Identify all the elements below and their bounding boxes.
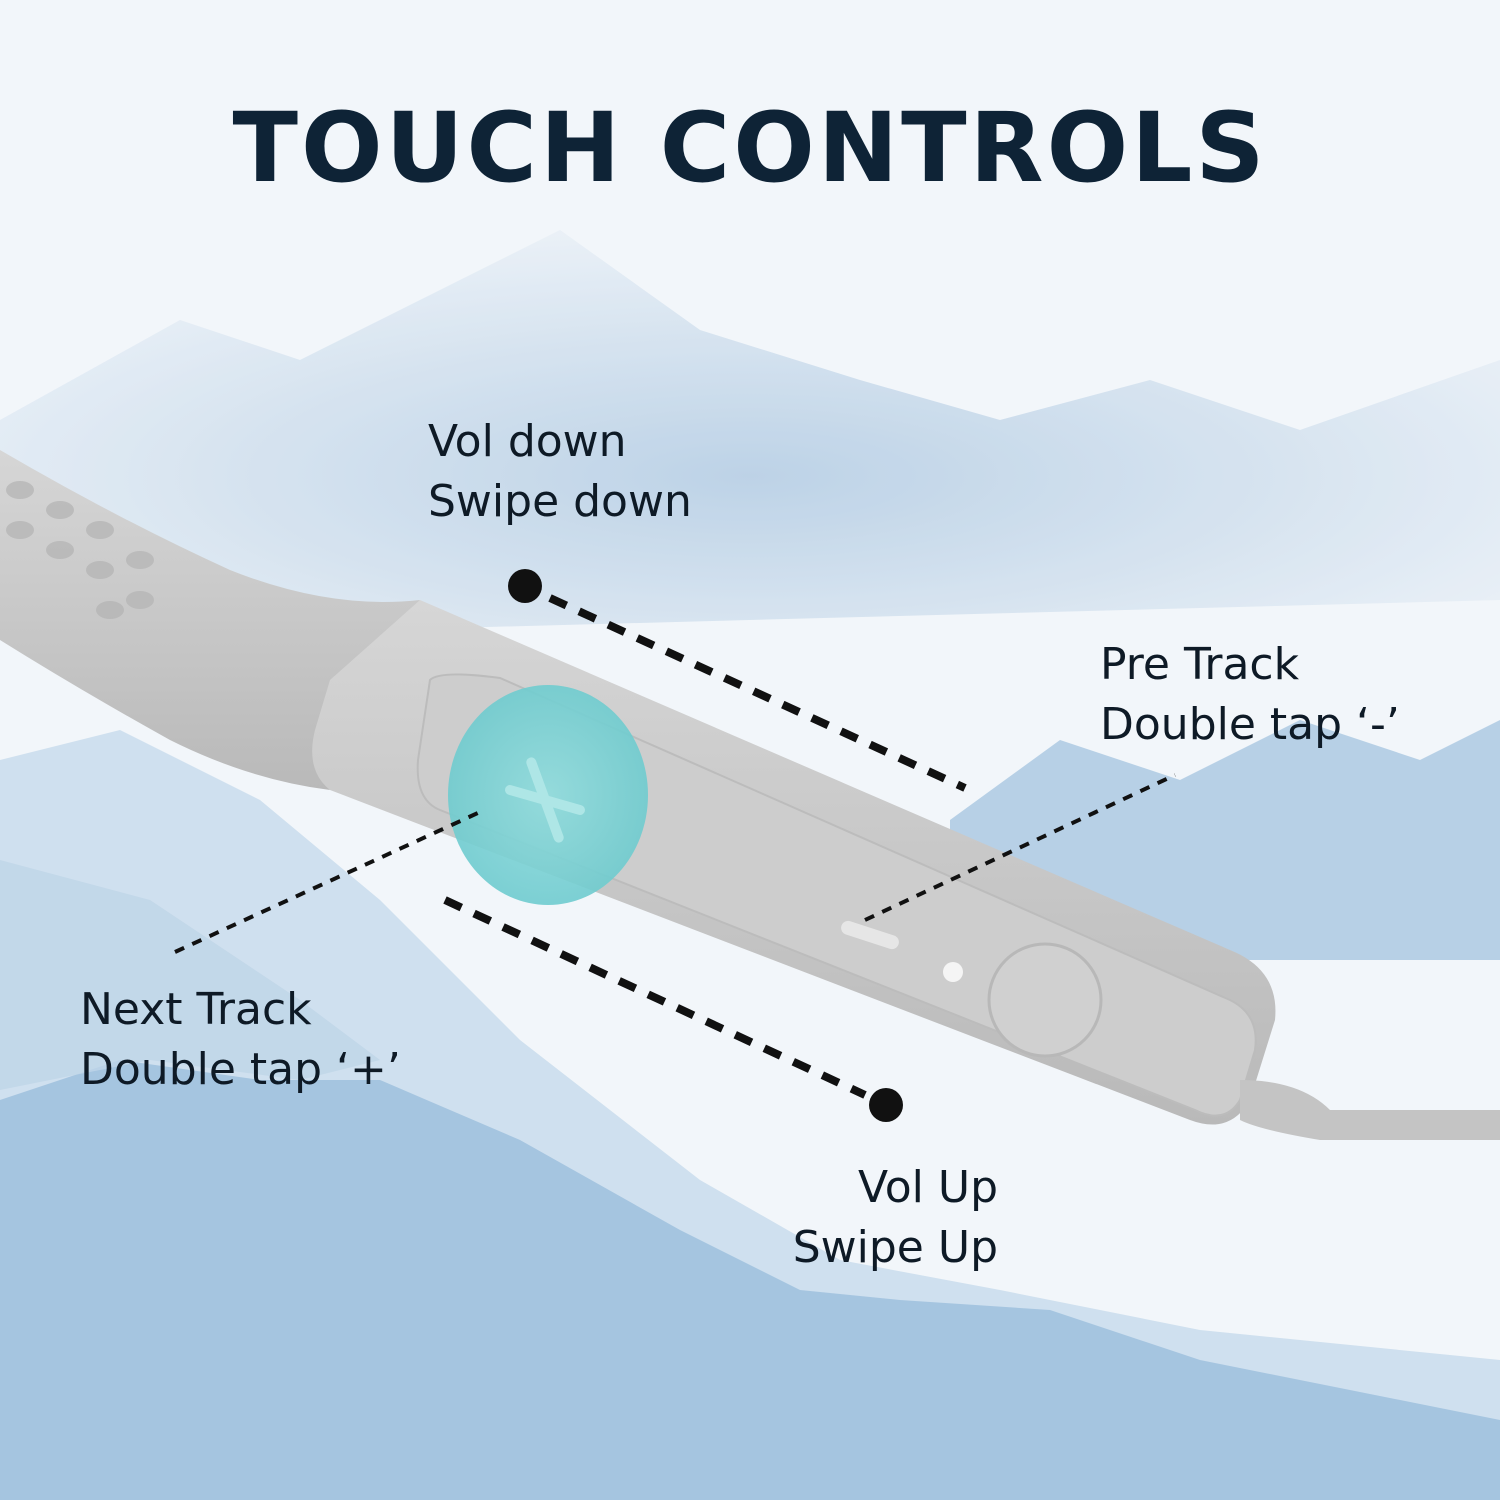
vol-up-label: Vol Up Swipe Up bbox=[700, 1158, 998, 1278]
vol-down-action: Vol down bbox=[428, 416, 627, 467]
callout-lines bbox=[174, 569, 1176, 1122]
next-track-label: Next Track Double tap ‘+’ bbox=[80, 980, 401, 1100]
pre-track-label: Pre Track Double tap ‘-’ bbox=[1100, 635, 1400, 755]
pre-track-action: Pre Track bbox=[1100, 639, 1300, 690]
next-track-action: Next Track bbox=[80, 984, 312, 1035]
neckband-device bbox=[0, 450, 1500, 1140]
next-track-gesture: Double tap ‘+’ bbox=[80, 1044, 401, 1095]
vol-down-label: Vol down Swipe down bbox=[428, 412, 692, 532]
vol-up-gesture: Swipe Up bbox=[792, 1222, 998, 1273]
page-title: TOUCH CONTROLS bbox=[232, 92, 1268, 204]
vol-up-action: Vol Up bbox=[858, 1162, 998, 1213]
power-button bbox=[987, 942, 1103, 1058]
pre-track-gesture: Double tap ‘-’ bbox=[1100, 699, 1400, 750]
vol-down-gesture: Swipe down bbox=[428, 476, 692, 527]
